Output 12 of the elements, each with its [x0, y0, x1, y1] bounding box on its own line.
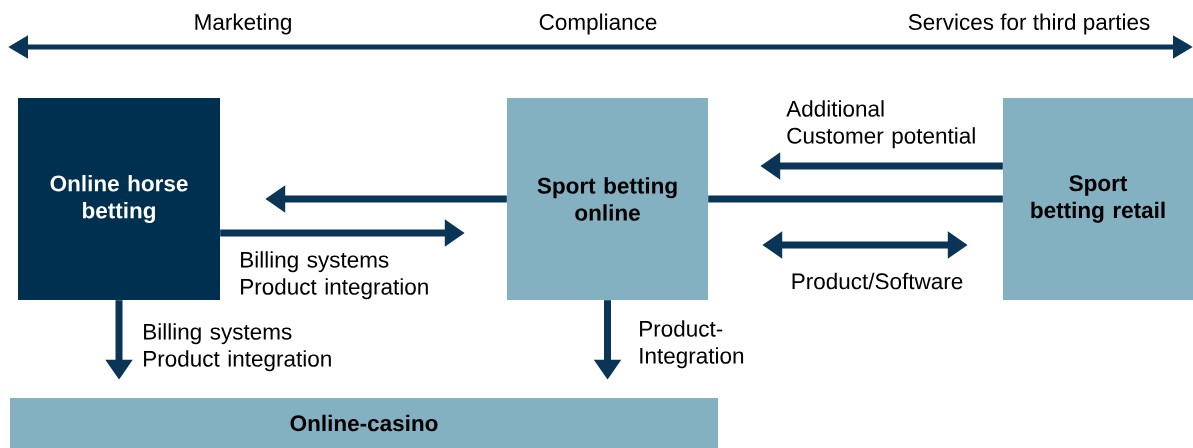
edge-label: Product- Integration: [637, 319, 760, 370]
process-box: Online horse betting: [18, 98, 220, 300]
edge-label: Product/Software: [789, 271, 965, 291]
process-band: Online-casino: [10, 398, 718, 448]
edge-label: Billing systems Product integration: [141, 322, 344, 373]
edge-label: Billing systems Product integration: [238, 250, 441, 301]
process-box: Sport betting retail: [1003, 98, 1193, 300]
axis-label: Compliance: [539, 13, 657, 35]
edge-label: Additional Customer potential: [785, 99, 988, 150]
process-box: Sport betting online: [507, 98, 708, 300]
axis-label: Marketing: [195, 13, 291, 35]
axis-label: Services for third parties: [908, 13, 1150, 35]
